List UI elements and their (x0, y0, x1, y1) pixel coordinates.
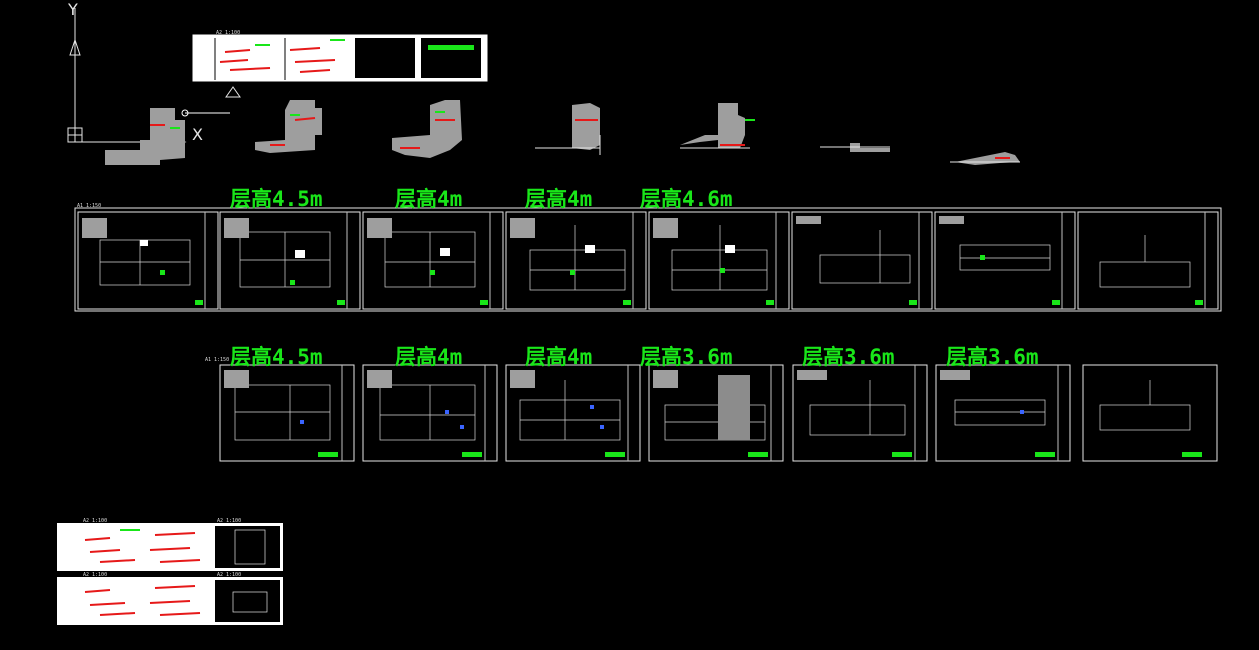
top-sheet-scale: A2 1:100 (216, 30, 241, 36)
bottom-sheet-1[interactable] (57, 523, 283, 571)
ucs-x-label: X (192, 125, 203, 144)
top-title-sheet[interactable] (192, 34, 488, 82)
row1-floor-height-3: 层高4m (525, 187, 593, 211)
bottom-sheet-2-scale-2: A2 1:100 (217, 572, 242, 578)
row2-floor-height-4: 层高3.6m (640, 345, 733, 369)
ucs-y-label: Y (68, 0, 78, 19)
row2-floor-height-3: 层高4m (525, 345, 593, 369)
bottom-sheet-2-scale: A2 1:100 (83, 572, 108, 578)
row1-floor-height-4: 层高4.6m (640, 187, 733, 211)
row1-floor-height-1: 层高4.5m (230, 187, 323, 211)
row2-floor-height-2: 层高4m (395, 345, 463, 369)
row1-floor-height-2: 层高4m (395, 187, 463, 211)
row1-frame (74, 207, 1222, 312)
row2-floor-plans (234, 380, 1191, 441)
bottom-sheet-1-scale-2: A2 1:100 (217, 518, 242, 524)
row2-floor-height-6: 层高3.6m (946, 345, 1039, 369)
north-triangle-icon (225, 86, 241, 98)
row1-sheets[interactable] (77, 211, 1219, 310)
row2-floor-height-1: 层高4.5m (230, 345, 323, 369)
row1-scale: A1 1:150 (77, 203, 102, 209)
row1-floor-plans (99, 225, 1191, 291)
row2-floor-height-5: 层高3.6m (802, 345, 895, 369)
row1-titleblocks (204, 212, 1206, 309)
footprint-row (105, 100, 1020, 165)
row2-scale: A1 1:150 (205, 357, 230, 363)
row2-titleblocks (341, 365, 1059, 461)
bottom-sheet-1-scale: A2 1:100 (83, 518, 108, 524)
row2-sheets[interactable] (219, 364, 1218, 462)
bottom-sheet-2[interactable] (57, 577, 283, 625)
